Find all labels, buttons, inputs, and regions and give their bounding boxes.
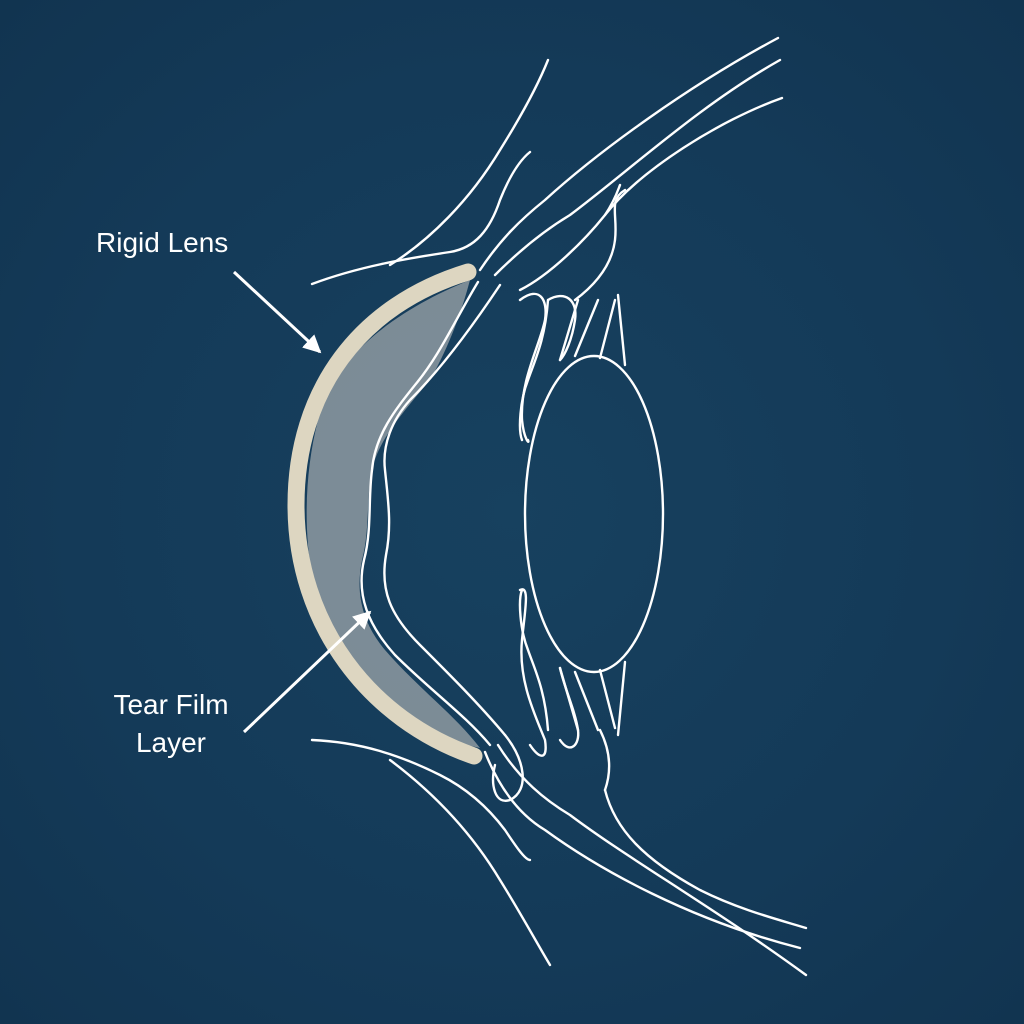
upper-ciliary-body <box>518 292 547 443</box>
lower-ciliary-muscle <box>598 728 611 792</box>
lower-sclera-line <box>496 743 808 977</box>
upper-zonule-2 <box>573 298 600 358</box>
lower-iris-edge <box>518 588 550 732</box>
upper-eyelid-outline <box>310 150 532 286</box>
upper-iris-edge <box>518 298 550 442</box>
lower-ciliary-process <box>558 666 580 749</box>
upper-eyelid-fold <box>388 58 550 267</box>
upper-eyelid-margin <box>478 36 780 272</box>
rigid-lens-label-text: Rigid Lens <box>96 227 229 258</box>
tear-film-label-line2: Layer <box>135 727 207 758</box>
globe-lower-wall <box>603 788 808 930</box>
lower-ciliary-body <box>518 588 547 757</box>
upper-zonule-1 <box>558 298 580 362</box>
cornea-inner-outline <box>383 283 507 737</box>
lower-zonule-3 <box>598 668 617 730</box>
upper-ciliary-process <box>546 294 577 362</box>
upper-sclera-line <box>493 58 782 277</box>
cornea-outline <box>360 280 492 747</box>
tear-film-arrow <box>242 610 372 734</box>
lower-zonule-4 <box>616 660 627 737</box>
tear-film-label: Tear Film Layer <box>86 686 256 762</box>
lower-zonule-2 <box>573 670 600 732</box>
upper-zonule-4 <box>616 293 627 367</box>
lower-sclera-inner <box>491 733 524 802</box>
lower-eyelid-outline <box>310 738 532 862</box>
upper-zonule-3 <box>598 298 617 360</box>
globe-upper-wall <box>603 183 622 217</box>
tear-film-label-line1: Tear Film <box>113 689 229 720</box>
crystalline-lens <box>523 354 665 674</box>
lower-eyelid-margin <box>483 750 802 950</box>
lower-eyelid-fold <box>388 758 552 967</box>
rigid-lens-label: Rigid Lens <box>96 224 228 262</box>
rigid-lens-arrow <box>232 270 322 354</box>
upper-sclera-outer <box>518 96 784 292</box>
rigid-lens <box>287 263 483 765</box>
upper-ciliary-muscle <box>573 188 627 302</box>
